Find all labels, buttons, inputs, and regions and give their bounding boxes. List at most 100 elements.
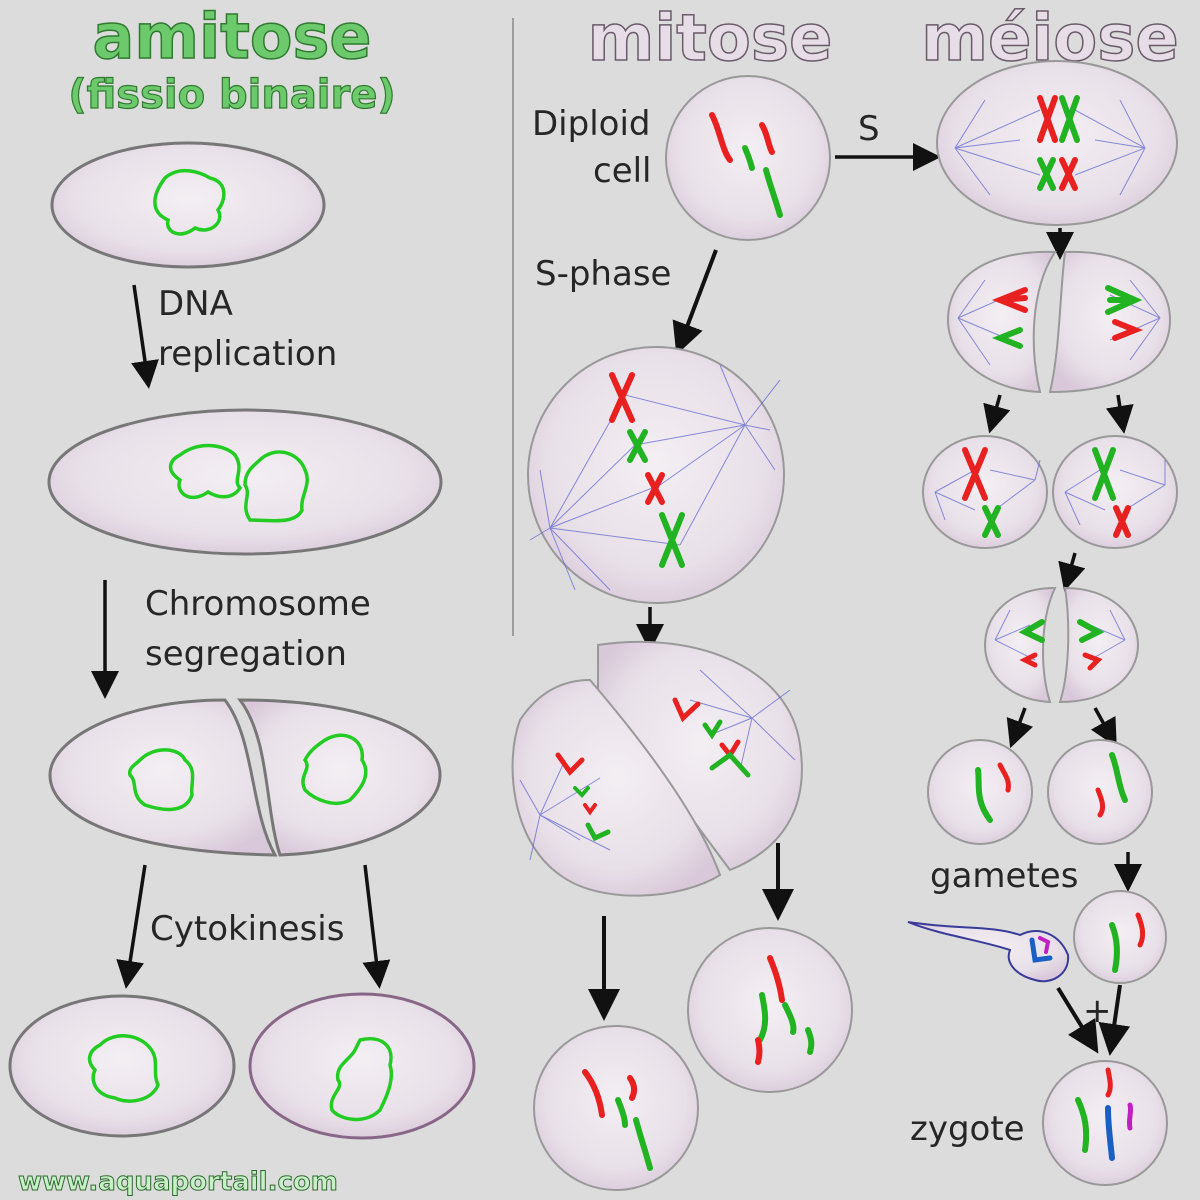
chromosome-green: [615, 1097, 628, 1128]
arrow-meiose-4-right: [1090, 707, 1117, 748]
chromosome-magenta: [1126, 1102, 1134, 1131]
arrow-cytokinesis-left: [116, 864, 147, 989]
label-gametes: gametes: [930, 856, 1078, 896]
chromosome-red: [1095, 787, 1106, 818]
chromosome-blue: [1105, 1105, 1115, 1161]
mitose-anaphase-cell: [511, 640, 803, 897]
chromosome-green: [1018, 619, 1045, 643]
label-diploid: Diploid: [532, 104, 651, 144]
amitose-cell-1: [50, 141, 326, 269]
chromosome-red: [767, 955, 785, 1003]
chromosome-green: [1105, 285, 1143, 315]
dna-loop: [127, 748, 195, 812]
chromosome-red: [672, 697, 701, 723]
chromosome-green: [659, 512, 685, 568]
arrow-meiose-2-right: [1105, 394, 1134, 434]
meiose-metaphase-i-cell: [936, 60, 1178, 226]
chromosome-green: [627, 429, 648, 463]
title-mitose: mitose: [588, 2, 833, 76]
gamete-cell-1: [927, 739, 1033, 845]
chromosome-green: [1059, 95, 1080, 143]
gamete-cell-2: [1047, 739, 1153, 845]
label-cytokinesis: Cytokinesis: [150, 909, 344, 949]
meiose-metaphase-ii-cell-right: [1052, 435, 1178, 549]
chromosome-red: [1135, 912, 1146, 948]
arrow-egg-to-zygote: [1098, 984, 1131, 1056]
chromosome-green: [702, 719, 723, 740]
dna-loop: [329, 1037, 393, 1122]
chromosome-green: [585, 822, 611, 842]
chromosome-green: [742, 145, 755, 171]
spindle-fibers: [519, 669, 796, 861]
zygote-cell: [1042, 1060, 1168, 1186]
amitose-daughter-cell-right: [248, 992, 476, 1140]
dna-loop: [87, 1034, 160, 1103]
chromosome-red: [1082, 652, 1103, 671]
chromosome-red: [991, 287, 1028, 313]
chromosome-red: [1113, 505, 1131, 538]
dna-loop: [301, 733, 368, 805]
chromosome-green: [757, 992, 769, 1043]
arrow-dna-replication: [131, 284, 159, 389]
spindle-fibers: [1064, 460, 1166, 526]
chromosome-red: [645, 472, 665, 505]
chromosome-red: [759, 122, 775, 155]
chromosome-green: [1109, 922, 1120, 973]
spindle-fibers: [934, 459, 1041, 521]
dna-loop: [153, 168, 226, 236]
chromosome-red: [583, 803, 597, 816]
arrow-cytokinesis-right: [362, 864, 391, 989]
spindle-fibers: [954, 99, 1146, 196]
arrow-sperm-to-zygote: [1056, 986, 1099, 1054]
meiose-anaphase-ii-cell: [983, 586, 1140, 704]
chromosome-red: [1105, 1067, 1113, 1098]
dna-loop: [243, 450, 309, 523]
label-dna: DNA: [158, 284, 233, 324]
dna-loop: [168, 443, 243, 500]
chromosome-red: [1037, 95, 1058, 143]
chromosome-red: [1019, 652, 1038, 668]
chromosome-red: [1112, 319, 1144, 341]
label-plus: +: [1083, 991, 1112, 1031]
chromosome-red: [997, 762, 1011, 793]
mitose-daughter-cell-left: [533, 1025, 699, 1191]
title-amitose-subtitle: (fissio binaire): [68, 72, 395, 118]
label-zygote: zygote: [910, 1109, 1025, 1149]
title-meiose: méiose: [921, 2, 1179, 76]
amitose-cell-2: [47, 408, 443, 556]
chromosome-red: [755, 1037, 763, 1065]
chromosome-magenta: [1038, 936, 1051, 954]
chromosome-green: [763, 167, 783, 218]
meiose-anaphase-i-cell: [946, 250, 1172, 394]
egg-cell: [1073, 890, 1167, 984]
meiose-metaphase-ii-cell-left: [922, 435, 1048, 549]
label-replication: replication: [158, 334, 337, 374]
chromosome-green: [1075, 1097, 1090, 1153]
amitose-cell-3-dividing: [48, 698, 442, 857]
chromosome-green: [633, 1117, 653, 1171]
chromosome-green: [1092, 447, 1116, 501]
footer-website: www.aquaportail.com: [18, 1167, 338, 1197]
chromosome-red: [555, 752, 585, 776]
mitose-diploid-cell: [665, 75, 831, 241]
arrow-meiose-2-left: [983, 394, 1011, 434]
arrow-meiose-4-left: [1006, 707, 1033, 749]
chromosome-green: [1109, 752, 1128, 803]
label-cell: cell: [593, 151, 652, 191]
label-s-phase: S-phase: [535, 254, 671, 294]
chromosome-green: [991, 327, 1023, 349]
chromosome-green: [782, 1002, 797, 1035]
chromosome-red: [627, 1075, 638, 1101]
chromosome-green: [982, 505, 1001, 538]
chromosome-green: [1037, 157, 1056, 191]
mitose-metaphase-cell: [527, 346, 785, 604]
chromosome-red: [962, 447, 988, 501]
chromosome-red: [1059, 157, 1078, 191]
chromosome-green: [709, 751, 751, 778]
chromosome-red: [582, 1069, 605, 1118]
chromosome-green: [1077, 619, 1105, 643]
chromosome-green: [573, 786, 590, 798]
title-amitose: amitose: [93, 0, 372, 73]
chromosome-red: [609, 372, 635, 423]
